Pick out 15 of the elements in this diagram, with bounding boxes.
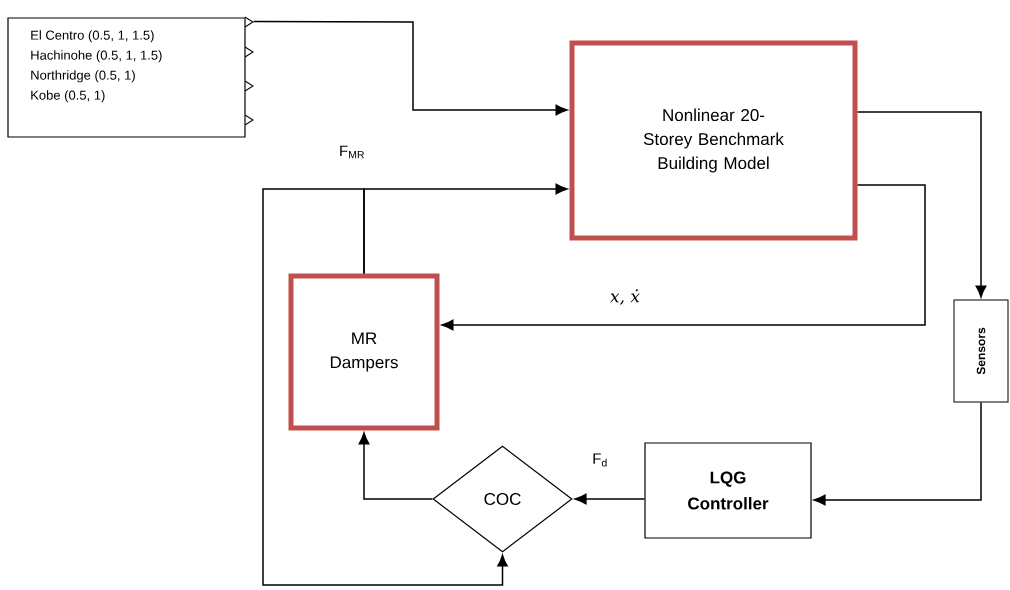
arrow <box>813 401 982 506</box>
process-box: Nonlinear 20-Storey Benchmark Building Model <box>569 40 858 241</box>
signal-source-box: El Centro (0.5, 1, 1.5) Hachinohe (0.5, 1, 1.5) Northridge (0.5, 1) Kobe (0.5, 1) <box>7 16 254 138</box>
arrow <box>262 188 508 586</box>
arrow <box>856 111 987 298</box>
arrow <box>574 493 646 505</box>
arrow <box>441 184 926 331</box>
sensor-box: Sensors <box>953 299 1009 403</box>
edge-label: F$_{d}$ <box>591 452 609 468</box>
arrow <box>358 432 434 500</box>
arrow <box>252 20 568 116</box>
process-box: MR Dampers <box>288 273 440 431</box>
edge-label: F$_{MR}$ <box>338 144 366 160</box>
edge-label: x, ẋ <box>609 288 641 306</box>
controller-box: LQG Controller <box>644 442 812 539</box>
